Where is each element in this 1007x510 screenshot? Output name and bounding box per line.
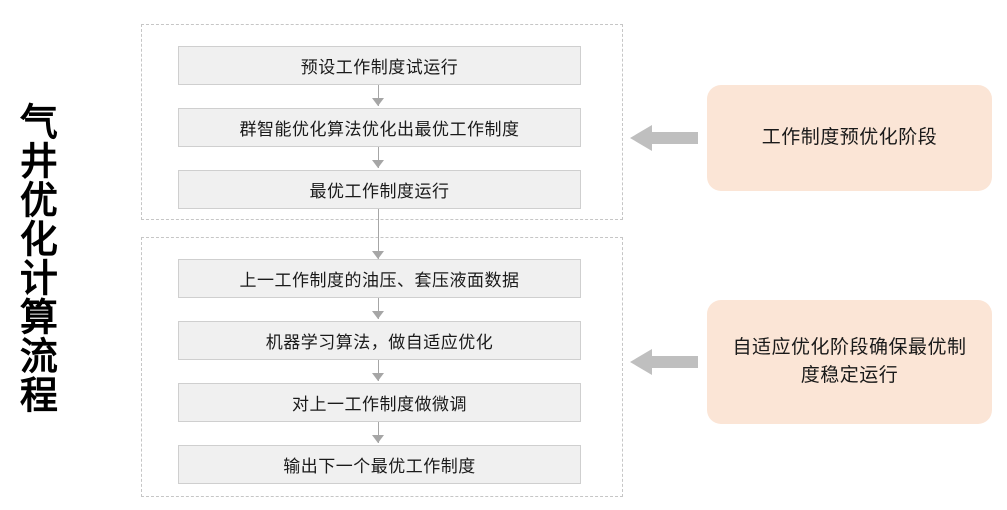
step-box-swarm-intelligence-optimize[interactable]: 群智能优化算法优化出最优工作制度: [178, 108, 581, 147]
step-box-machine-learning-adaptive[interactable]: 机器学习算法，做自适应优化: [178, 321, 581, 360]
stage-card-label: 工作制度预优化阶段: [761, 127, 938, 149]
page-title: 气井优化计算流程: [8, 102, 60, 414]
connector-line-6: [378, 422, 379, 443]
step-label: 群智能优化算法优化出最优工作制度: [239, 120, 520, 139]
step-label: 预设工作制度试运行: [300, 58, 459, 77]
stage-card-adaptive-optimization[interactable]: 自适应优化阶段确保最优制度稳定运行: [707, 300, 992, 424]
connector-line-5: [378, 360, 379, 381]
left-block-arrow-icon-preopt: [630, 123, 698, 153]
step-box-fine-tune-previous-schedule[interactable]: 对上一工作制度做微调: [178, 383, 581, 422]
left-block-arrow-icon-adaptive: [630, 347, 698, 377]
step-label: 输出下一个最优工作制度: [283, 457, 476, 476]
adaptive-optimization-group-container: [141, 237, 623, 497]
step-label: 机器学习算法，做自适应优化: [265, 333, 494, 352]
step-label: 对上一工作制度做微调: [292, 395, 467, 414]
stage-card-pre-optimization[interactable]: 工作制度预优化阶段: [707, 85, 992, 191]
connector-arrowhead-1: [372, 98, 384, 106]
pre-optimization-group-container: [141, 24, 623, 220]
connector-line-4: [378, 298, 379, 319]
step-box-optimal-schedule-run[interactable]: 最优工作制度运行: [178, 170, 581, 209]
connector-arrowhead-2: [372, 160, 384, 168]
connector-arrowhead-4: [372, 311, 384, 319]
step-label: 最优工作制度运行: [309, 182, 450, 201]
connector-line-2: [378, 147, 379, 168]
connector-line-3: [378, 209, 379, 259]
connector-line-1: [378, 85, 379, 106]
connector-arrowhead-5: [372, 373, 384, 381]
step-box-previous-schedule-pressure-data[interactable]: 上一工作制度的油压、套压液面数据: [178, 259, 581, 298]
stage-card-label: 自适应优化阶段确保最优制度稳定运行: [732, 337, 967, 386]
vertical-title-text: 气井优化计算流程: [13, 102, 56, 414]
connector-arrowhead-6: [372, 435, 384, 443]
step-box-preset-trial-run[interactable]: 预设工作制度试运行: [178, 46, 581, 85]
step-box-output-next-optimal-schedule[interactable]: 输出下一个最优工作制度: [178, 445, 581, 484]
connector-arrowhead-3: [372, 251, 384, 259]
step-label: 上一工作制度的油压、套压液面数据: [239, 271, 520, 290]
